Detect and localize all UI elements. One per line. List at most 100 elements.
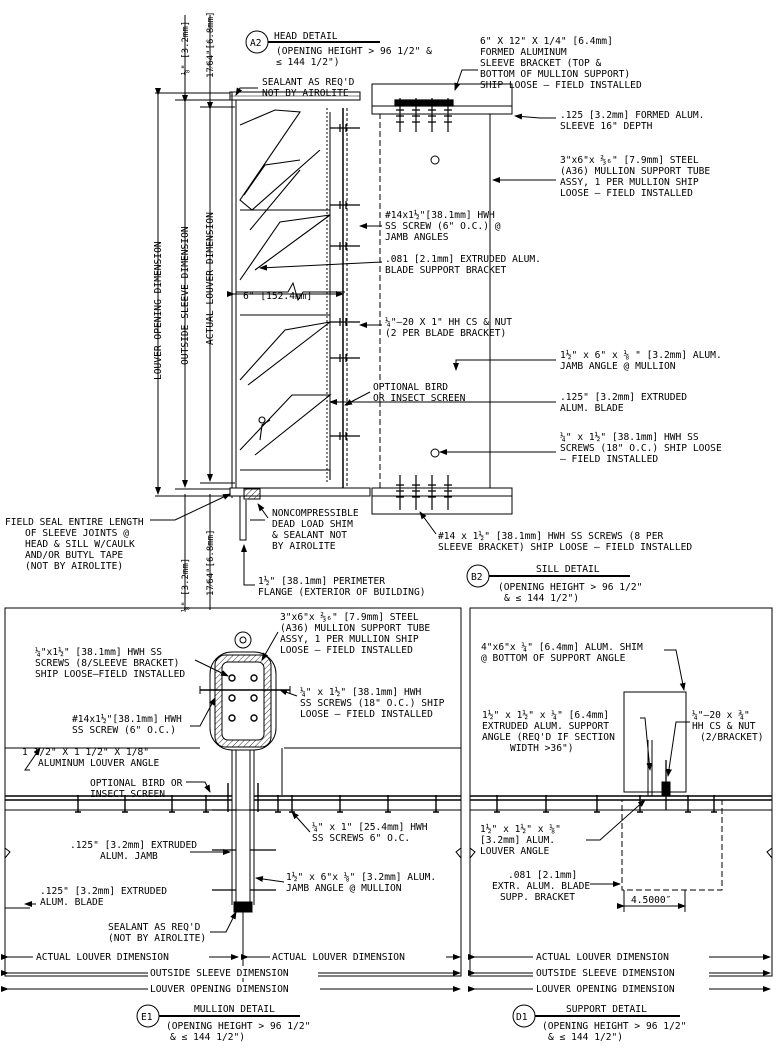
top-eighth-dim: ⅛" [3.2mm] [181, 21, 191, 75]
mullion-jamb-angle-2: JAMB ANGLE @ MULLION [286, 883, 402, 894]
support-shim-1: 4"x6"x ¼" [6.4mm] ALUM. SHIM [481, 641, 643, 653]
note-sealant-1: SEALANT AS REQ'D [262, 77, 355, 88]
bottom-opening-support: LOUVER OPENING DIMENSION [536, 984, 675, 995]
note-jamb-angle-2: JAMB ANGLE @ MULLION [560, 361, 676, 372]
note-hh-cs-nut-1: ¼"–20 X 1" HH CS & NUT [385, 316, 512, 328]
note-bird-screen-1: OPTIONAL BIRD [373, 382, 448, 393]
support-detail-title: D1 SUPPORT DETAIL (OPENING HEIGHT > 96 1… [512, 1004, 686, 1043]
mullion-bird-1: OPTIONAL BIRD OR [90, 778, 183, 789]
mullion-hwh-ss-3: SHIP LOOSE–FIELD INSTALLED [35, 669, 185, 680]
mullion-louver-angle-1: 1 1/2" X 1 1/2" X 1/8" [22, 747, 149, 758]
note-formed-sleeve-2: SLEEVE 16" DEPTH [560, 121, 653, 132]
head-section-drawing: 6" [152.4mm] [227, 83, 513, 541]
sill-detail-title-text: SILL DETAIL [536, 564, 600, 575]
note-jamb-angle-1: 1½" x 6" x ⅛ " [3.2mm] ALUM. [560, 349, 722, 361]
note-blade-1: .125" [3.2mm] EXTRUDED [560, 392, 687, 403]
support-blade-bracket-2: EXTR. ALUM. BLADE [492, 881, 590, 892]
mullion-support-tube-3: ASSY, 1 PER MULLION SHIP [280, 634, 419, 645]
note-sleeve-bracket-3: SLEEVE BRACKET (TOP & [480, 58, 602, 69]
support-detail-drawing [469, 607, 773, 977]
mullion-notes: 3"x6"x ⅔₆" [7.9mm] STEEL (A36) MULLION S… [5, 611, 445, 944]
mullion-ss-screws-1: ¼" x 1½" [38.1mm] HWH [300, 686, 422, 698]
support-angle-2: EXTRUDED ALUM. SUPPORT [482, 721, 609, 732]
note-flange-1: 1½" [38.1mm] PERIMETER [258, 575, 385, 587]
louver-opening-dim-label: LOUVER OPENING DIMENSION [153, 241, 164, 380]
note-sleeve-screws-2: SLEEVE BRACKET) SHIP LOOSE – FIELD INSTA… [438, 542, 692, 553]
mullion-sealant-1: SEALANT AS REQ'D [108, 922, 201, 933]
note-sleeve-bracket-5: SHIP LOOSE – FIELD INSTALLED [480, 80, 642, 91]
note-hwh-screw-3: JAMB ANGLES [385, 232, 449, 243]
sill-notes: FIELD SEAL ENTIRE LENGTH OF SLEEVE JOINT… [5, 493, 692, 598]
note-sleeve-bracket-2: FORMED ALUMINUM [480, 47, 567, 58]
support-angle-3: ANGLE (REQ'D IF SECTION [482, 732, 615, 743]
support-shim-2: @ BOTTOM OF SUPPORT ANGLE [481, 653, 626, 664]
mullion-hwh-1in-2: SS SCREWS 6" O.C. [312, 833, 410, 844]
note-sleeve-bracket-1: 6" X 12" X 1/4" [6.4mm] [480, 36, 613, 47]
support-detail-sub-2: & ≤ 144 1/2") [548, 1032, 623, 1043]
head-detail-title: A2 HEAD DETAIL (OPENING HEIGHT > 96 1/2"… [245, 30, 432, 68]
jamb-screws [330, 124, 360, 440]
note-hwh-screw-1: #14x1½"[38.1mm] HWH [385, 209, 495, 221]
note-formed-sleeve-1: .125 [3.2mm] FORMED ALUM. [560, 110, 704, 121]
note-blade-bracket-1: .081 [2.1mm] EXTRUDED ALUM. [385, 254, 541, 265]
mullion-ss-screws-2: SS SCREWS (18" O.C.) SHIP [300, 698, 445, 709]
head-bracket-screws [394, 98, 454, 132]
note-ss-screws-1: ¼" x 1½" [38.1mm] HWH SS [560, 431, 699, 443]
bottom-louver-opening: LOUVER OPENING DIMENSION [150, 984, 289, 995]
note-blade-bracket-2: BLADE SUPPORT BRACKET [385, 265, 507, 276]
tube-hole-bottom [430, 448, 440, 458]
mullion-jamb-1: .125" [3.2mm] EXTRUDED [70, 840, 197, 851]
note-field-seal-1: FIELD SEAL ENTIRE LENGTH [5, 517, 144, 528]
note-support-tube-2: (A36) MULLION SUPPORT TUBE [560, 166, 710, 177]
mullion-hwh-1in-1: ¼" x 1" [25.4mm] HWH [312, 821, 428, 833]
note-sleeve-bracket-4: BOTTOM OF MULLION SUPPORT) [480, 69, 630, 80]
support-detail-bubble-label: D1 [516, 1012, 528, 1023]
mullion-sealant-2: (NOT BY AIROLITE) [108, 933, 206, 944]
mullion-support-tube-4: LOOSE – FIELD INSTALLED [280, 645, 413, 656]
mullion-bird-2: INSECT SCREEN [90, 789, 165, 800]
bottom-outside-sleeve: OUTSIDE SLEEVE DIMENSION [150, 968, 289, 979]
note-sleeve-screws-1: #14 x 1½" [38.1mm] HWH SS SCREWS (8 PER [438, 530, 663, 542]
support-hh-cs-2: HH CS & NUT [692, 721, 756, 732]
mullion-detail-drawing [4, 607, 462, 977]
head-detail-sub-2: ≤ 144 1/2") [276, 57, 340, 68]
top-17-64-dim: 17⁄64"[6.8mm] [206, 11, 216, 78]
mullion-jamb-2: ALUM. JAMB [100, 851, 158, 862]
mullion-detail-title: E1 MULLION DETAIL (OPENING HEIGHT > 96 1… [136, 1004, 310, 1043]
actual-louver-dim-label: ACTUAL LOUVER DIMENSION [205, 212, 216, 345]
tube-hole-top [430, 155, 440, 165]
mullion-jamb-angle-1: 1½" x 6"x ⅛" [3.2mm] ALUM. [286, 871, 436, 883]
note-ss-screws-2: SCREWS (18" O.C.) SHIP LOOSE [560, 443, 722, 454]
support-louver-angle-3: LOUVER ANGLE [480, 846, 550, 857]
support-louver-angle-1: 1½" x 1½" x ⅛" [480, 823, 561, 835]
sill-detail-sub-1: (OPENING HEIGHT > 96 1/2" [498, 582, 642, 593]
bottom-dimensions: ACTUAL LOUVER DIMENSION ACTUAL LOUVER DI… [1, 930, 771, 995]
note-shim-2: DEAD LOAD SHIM [272, 519, 353, 530]
support-hh-cs-3: (2/BRACKET) [700, 732, 764, 743]
note-sealant-2: NOT BY AIROLITE [262, 88, 349, 99]
note-support-tube-4: LOOSE – FIELD INSTALLED [560, 188, 693, 199]
support-hh-cs-1: ¼"–20 x ¾" [692, 709, 750, 721]
support-dim-text: 4.5000″ [631, 895, 671, 906]
support-detail-title-text: SUPPORT DETAIL [566, 1004, 647, 1015]
bottom-eighth-dim: ⅛" [3.2mm] [181, 558, 191, 612]
mullion-blade-2: ALUM. BLADE [40, 897, 104, 908]
note-flange-2: FLANGE (EXTERIOR OF BUILDING) [258, 587, 426, 598]
louver-blades [239, 109, 332, 480]
support-louver-angle-2: [3.2mm] ALUM. [480, 835, 555, 846]
mullion-louver-angle-2: ALUMINUM LOUVER ANGLE [38, 758, 160, 769]
note-hwh-screw-2: SS SCREW (6" O.C.) @ [385, 221, 501, 232]
note-field-seal-3: HEAD & SILL W/CAULK [25, 539, 135, 550]
head-notes: 6" X 12" X 1/4" [6.4mm] FORMED ALUMINUM … [235, 36, 722, 465]
note-field-seal-4: AND/OR BUTYL TAPE [25, 550, 123, 561]
outside-sleeve-dim-label: OUTSIDE SLEEVE DIMENSION [180, 226, 191, 365]
bottom-actual-support: ACTUAL LOUVER DIMENSION [536, 952, 669, 963]
mullion-detail-title-text: MULLION DETAIL [194, 1004, 275, 1015]
note-shim-4: BY AIROLITE [272, 541, 336, 552]
mullion-detail-sub-1: (OPENING HEIGHT > 96 1/2" [166, 1021, 310, 1032]
mullion-hwh-ss-2: SCREWS (8/SLEEVE BRACKET) [35, 658, 179, 669]
six-inch-dim: 6" [152.4mm] [243, 291, 312, 302]
mullion-blade-1: .125" [3.2mm] EXTRUDED [40, 886, 167, 897]
mullion-hwh-ss-1: ¼"x1½" [38.1mm] HWH SS [35, 646, 162, 658]
note-support-tube-1: 3"x6"x ⅔₆" [7.9mm] STEEL [560, 154, 699, 166]
